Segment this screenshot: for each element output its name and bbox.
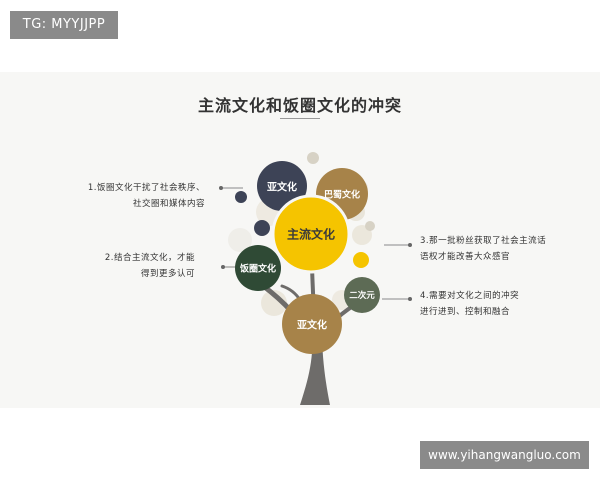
point-1: 1.饭圈文化干扰了社会秩序、 社交圈和媒体内容 [40,180,205,212]
node-bottom [282,294,342,354]
decor-dot [254,220,270,236]
connector-dot [219,186,223,190]
node-left [235,245,281,291]
point-4-line1: 4.需要对文化之间的冲突 [420,291,520,301]
title-underline [280,118,320,119]
node-center [271,194,351,274]
decor-circle [228,228,252,252]
decor-dot [235,191,247,203]
node-center-label: 主流文化 [286,227,336,242]
decor-dot [307,152,319,164]
decor-dot [353,252,369,268]
point-3: 3.那一批粉丝获取了社会主流话 语权才能改善大众感官 [420,233,590,265]
point-2: 2.结合主流文化，才能 得到更多认可 [40,250,195,282]
connector-dot [408,297,412,301]
point-1-line1: 1.饭圈文化干扰了社会秩序、 [87,183,205,193]
node-left-label: 饭圈文化 [239,264,277,275]
point-2-line1: 2.结合主流文化，才能 [104,253,195,263]
point-4: 4.需要对文化之间的冲突 进行进到、控制和融合 [420,288,590,320]
decor-dot [365,221,375,231]
point-2-line2: 得到更多认可 [140,269,195,279]
point-4-line2: 进行进到、控制和融合 [420,307,511,317]
node-bottom-label: 亚文化 [297,320,327,332]
website-url[interactable]: www.yihangwangluo.com [420,441,589,469]
node-top-left-label: 亚文化 [267,182,297,194]
node-right [344,277,380,313]
watermark-tag: TG: MYYJJPP [10,11,118,39]
connector-dot [408,243,412,247]
diagram-title: 主流文化和饭圈文化的冲突 [197,96,402,115]
connector-dot [221,265,225,269]
point-1-line2: 社交圈和媒体内容 [132,199,205,209]
point-3-line2: 语权才能改善大众感官 [420,252,511,262]
node-top-right-label: 巴蜀文化 [323,190,361,201]
decor-circle [261,290,287,316]
point-3-line1: 3.那一批粉丝获取了社会主流话 [420,236,547,246]
node-right-label: 二次元 [349,291,375,301]
